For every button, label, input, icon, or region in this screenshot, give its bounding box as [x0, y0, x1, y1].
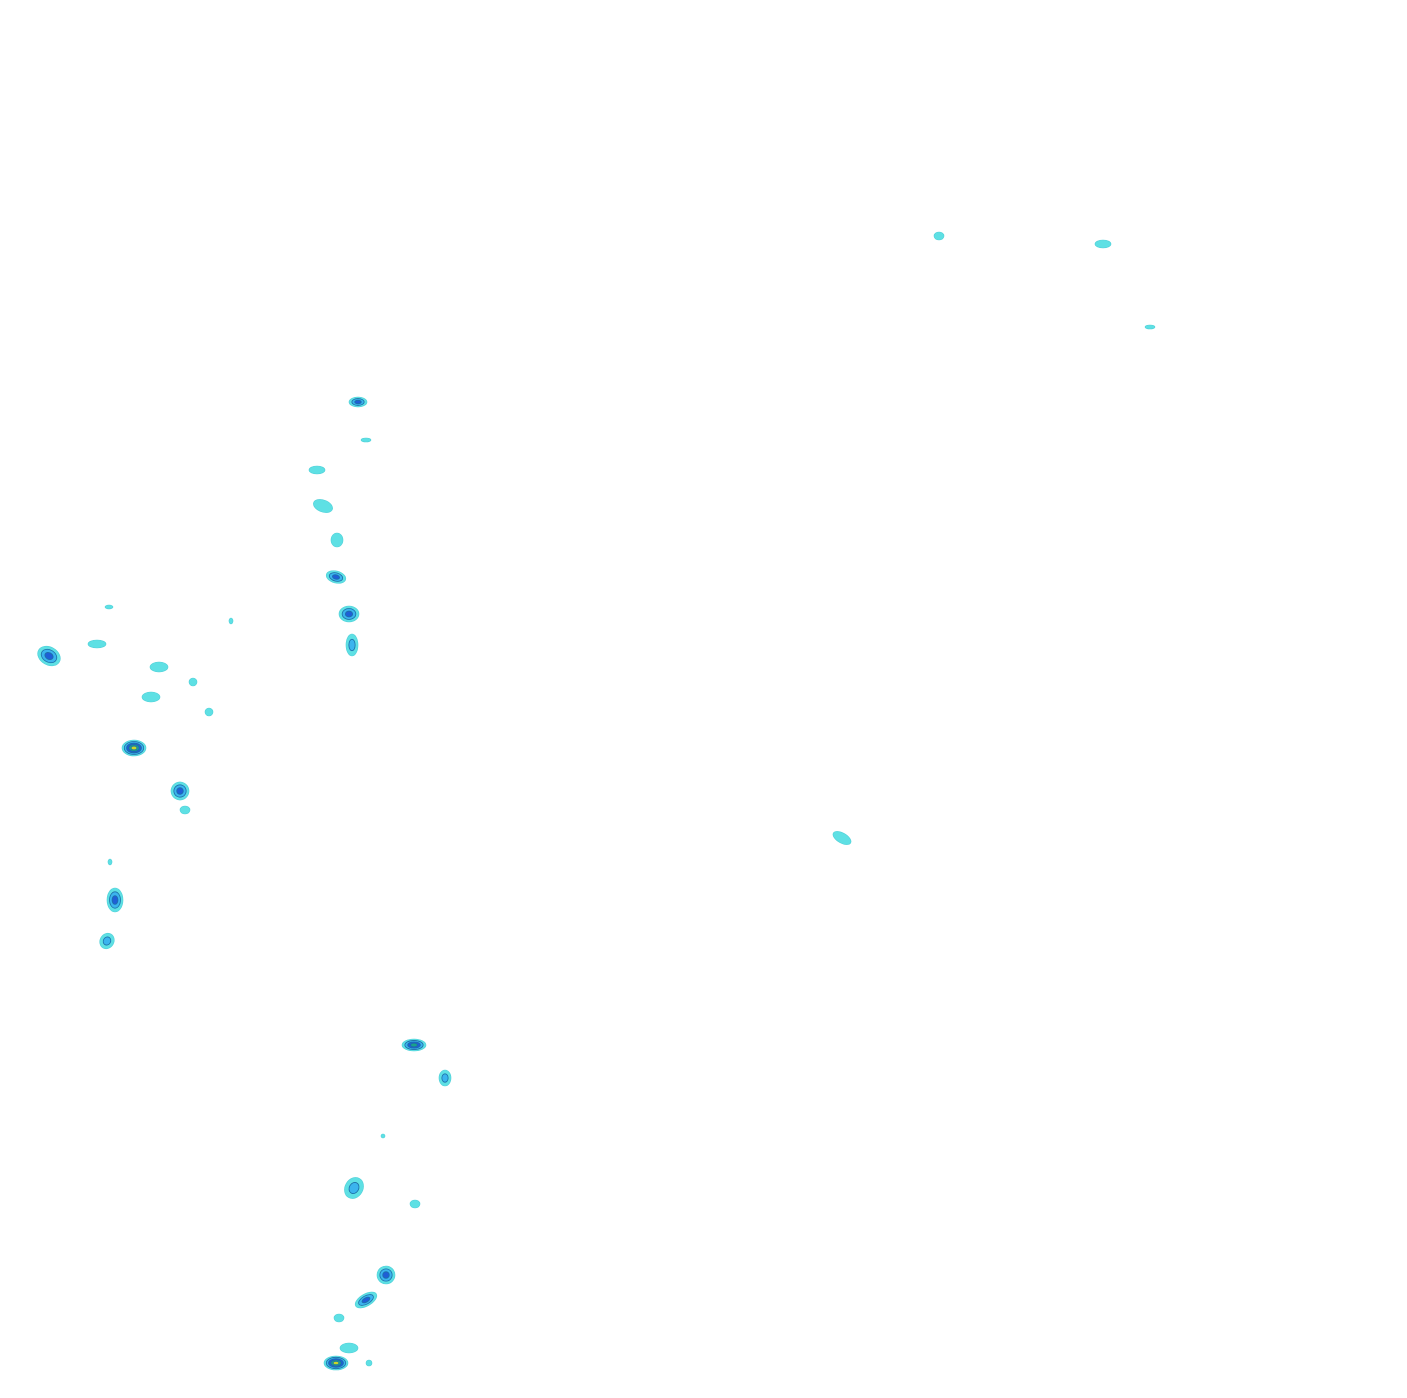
contour-level-1 [1094, 239, 1112, 249]
contour-level-2 [348, 638, 356, 652]
contour-level-1 [339, 1342, 359, 1354]
contour-level-3 [344, 610, 354, 618]
contour-blob [333, 1313, 345, 1323]
contour-blob [228, 617, 234, 625]
contour-blob [376, 1265, 396, 1285]
contour-blob [1094, 239, 1112, 249]
contour-level-1 [87, 639, 107, 649]
contour-level-3 [111, 895, 119, 905]
contour-level-1 [308, 465, 326, 475]
contour-blob [339, 1342, 359, 1354]
contour-blob [360, 437, 372, 443]
contour-level-5 [130, 745, 138, 751]
contour-blob [330, 532, 344, 548]
contour-blob [338, 605, 360, 623]
contour-level-2 [102, 936, 112, 946]
contour-blob [170, 781, 190, 801]
contour-blob [354, 1291, 378, 1309]
contour-blob [149, 661, 169, 673]
contour-blob [438, 1069, 452, 1087]
contour-blob [106, 887, 124, 913]
contour-level-1 [179, 805, 191, 815]
contour-level-1 [409, 1199, 421, 1209]
contour-blob [365, 1359, 373, 1367]
contour-level-3 [382, 1271, 390, 1279]
contour-level-3 [332, 574, 340, 580]
contour-blob [104, 604, 114, 610]
contour-blob [409, 1199, 421, 1209]
contour-level-5 [332, 1360, 340, 1366]
contour-blob [87, 639, 107, 649]
contour-level-3 [361, 1296, 371, 1304]
contour-blob [401, 1038, 427, 1052]
contour-blob [188, 677, 198, 687]
contour-blob [37, 645, 61, 667]
contour-blob [325, 570, 347, 584]
contour-level-1 [104, 604, 114, 610]
contour-level-1 [228, 617, 234, 625]
contour-blob [141, 691, 161, 703]
contour-blob [1144, 324, 1156, 330]
contour-level-4 [410, 1042, 418, 1048]
contour-level-3 [44, 651, 54, 661]
contour-blob [107, 858, 113, 866]
contour-level-1 [313, 499, 333, 513]
contour-level-1 [149, 661, 169, 673]
contour-blob [179, 805, 191, 815]
contour-level-1 [141, 691, 161, 703]
contour-blob [348, 396, 368, 408]
contour-blob [380, 1133, 386, 1139]
contour-level-1 [1144, 324, 1156, 330]
contour-level-1 [330, 532, 344, 548]
contour-blob [344, 1177, 364, 1199]
contour-blob [323, 1355, 349, 1371]
contour-level-2 [348, 1182, 360, 1194]
contour-level-1 [204, 707, 214, 717]
contour-level-1 [360, 437, 372, 443]
contour-blob [204, 707, 214, 717]
contour-blob [832, 831, 852, 845]
contour-blob [121, 739, 147, 757]
contour-level-1 [107, 858, 113, 866]
contour-level-1 [832, 831, 852, 845]
contour-level-2 [441, 1073, 449, 1083]
contour-level-1 [933, 231, 945, 241]
contour-level-3 [354, 399, 362, 405]
contour-level-1 [333, 1313, 345, 1323]
contour-level-1 [380, 1133, 386, 1139]
contour-blob [308, 465, 326, 475]
contour-blob [933, 231, 945, 241]
contour-blob [313, 499, 333, 513]
contour-level-1 [365, 1359, 373, 1367]
contour-level-3 [176, 787, 184, 795]
contour-level-1 [188, 677, 198, 687]
contour-blob [99, 932, 115, 950]
contour-blob [345, 633, 359, 657]
